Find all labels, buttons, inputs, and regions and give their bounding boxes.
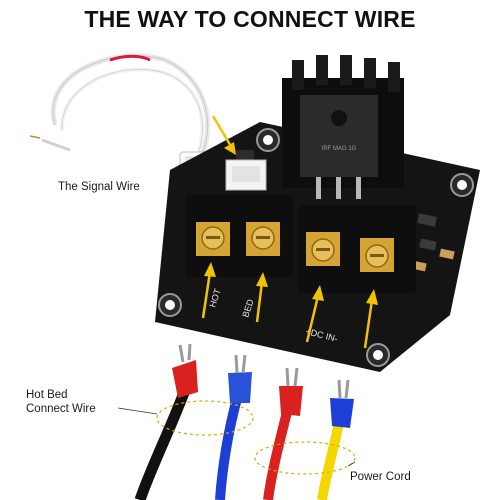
- wire-red: [263, 367, 303, 500]
- power-cord-label: Power Cord: [350, 471, 411, 483]
- heatsink: IRF MAG 1G: [282, 55, 404, 199]
- arrow-bed: [255, 272, 268, 323]
- hot-bed-label-line1: Hot Bed: [26, 389, 68, 401]
- arrow-dc-minus: [363, 289, 378, 349]
- mosfet-chip: [300, 95, 378, 177]
- hot-bed-ellipse: [156, 400, 254, 436]
- page-title: THE WAY TO CONNECT WIRE: [84, 6, 416, 32]
- arrow-hot: [201, 262, 216, 319]
- hot-bed-label-line2: Connect Wire: [26, 403, 96, 415]
- arrow-group: [201, 115, 378, 349]
- signal-header: [225, 159, 267, 191]
- wire-yellow: [317, 379, 354, 500]
- mosfet-marking: IRF MAG 1G: [322, 146, 357, 152]
- terminal-block-dc-in: [298, 205, 416, 293]
- hot-bed-leader: [117, 407, 158, 415]
- power-cord-leader: [347, 461, 356, 467]
- power-cord-ellipse: [254, 441, 356, 475]
- arrow-signal: [211, 115, 236, 155]
- wire-blue: [215, 354, 252, 500]
- hot-bed-label: Hot Bed Connect Wire: [26, 388, 96, 416]
- terminal-block-hot-bed: [185, 195, 293, 277]
- signal-wire-label: The Signal Wire: [58, 181, 140, 193]
- wire-black: [134, 343, 198, 500]
- signal-wire: [29, 53, 211, 175]
- arrow-dc-plus: [305, 285, 324, 343]
